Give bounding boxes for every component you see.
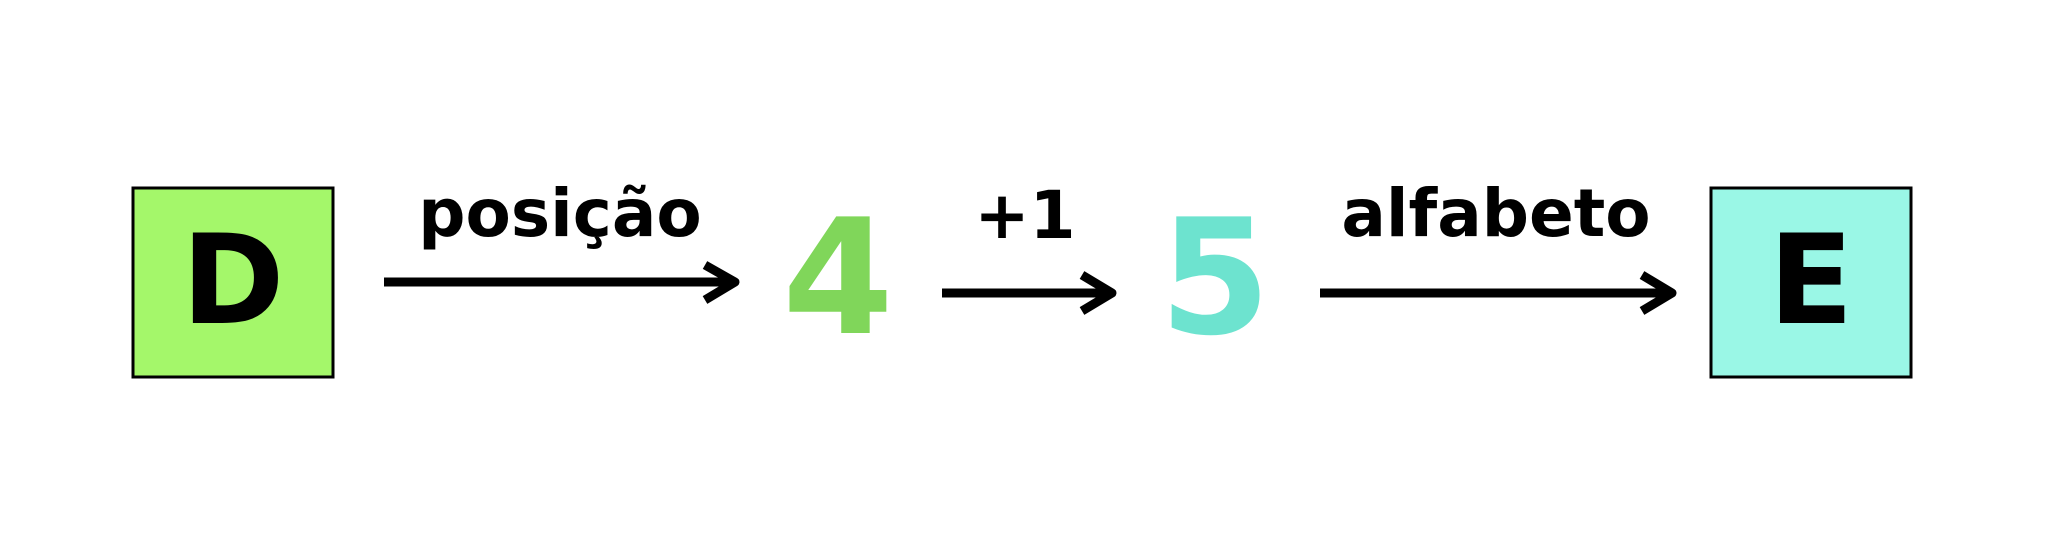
start-letter: D	[182, 209, 285, 353]
arrow-position-label: posição	[418, 175, 702, 252]
arrow-plus-one-label: +1	[974, 177, 1075, 254]
arrow-position-head	[702, 261, 740, 304]
arrow-alphabet-head	[1639, 271, 1677, 315]
arrow-position: posição	[384, 175, 740, 304]
end-box-rect	[1709, 186, 1913, 379]
start-box-rect	[131, 186, 335, 379]
end-box: E	[1709, 186, 1913, 379]
arrow-plus-one-head	[1079, 271, 1117, 315]
arrow-alphabet-label: alfabeto	[1341, 175, 1650, 252]
intermediate-value-4: 4	[782, 184, 893, 371]
arrow-plus-one: +1	[942, 177, 1117, 315]
end-letter: E	[1769, 209, 1854, 353]
arrow-alphabet: alfabeto	[1320, 175, 1677, 315]
intermediate-value-5: 5	[1159, 184, 1270, 371]
start-box: D	[131, 186, 335, 379]
